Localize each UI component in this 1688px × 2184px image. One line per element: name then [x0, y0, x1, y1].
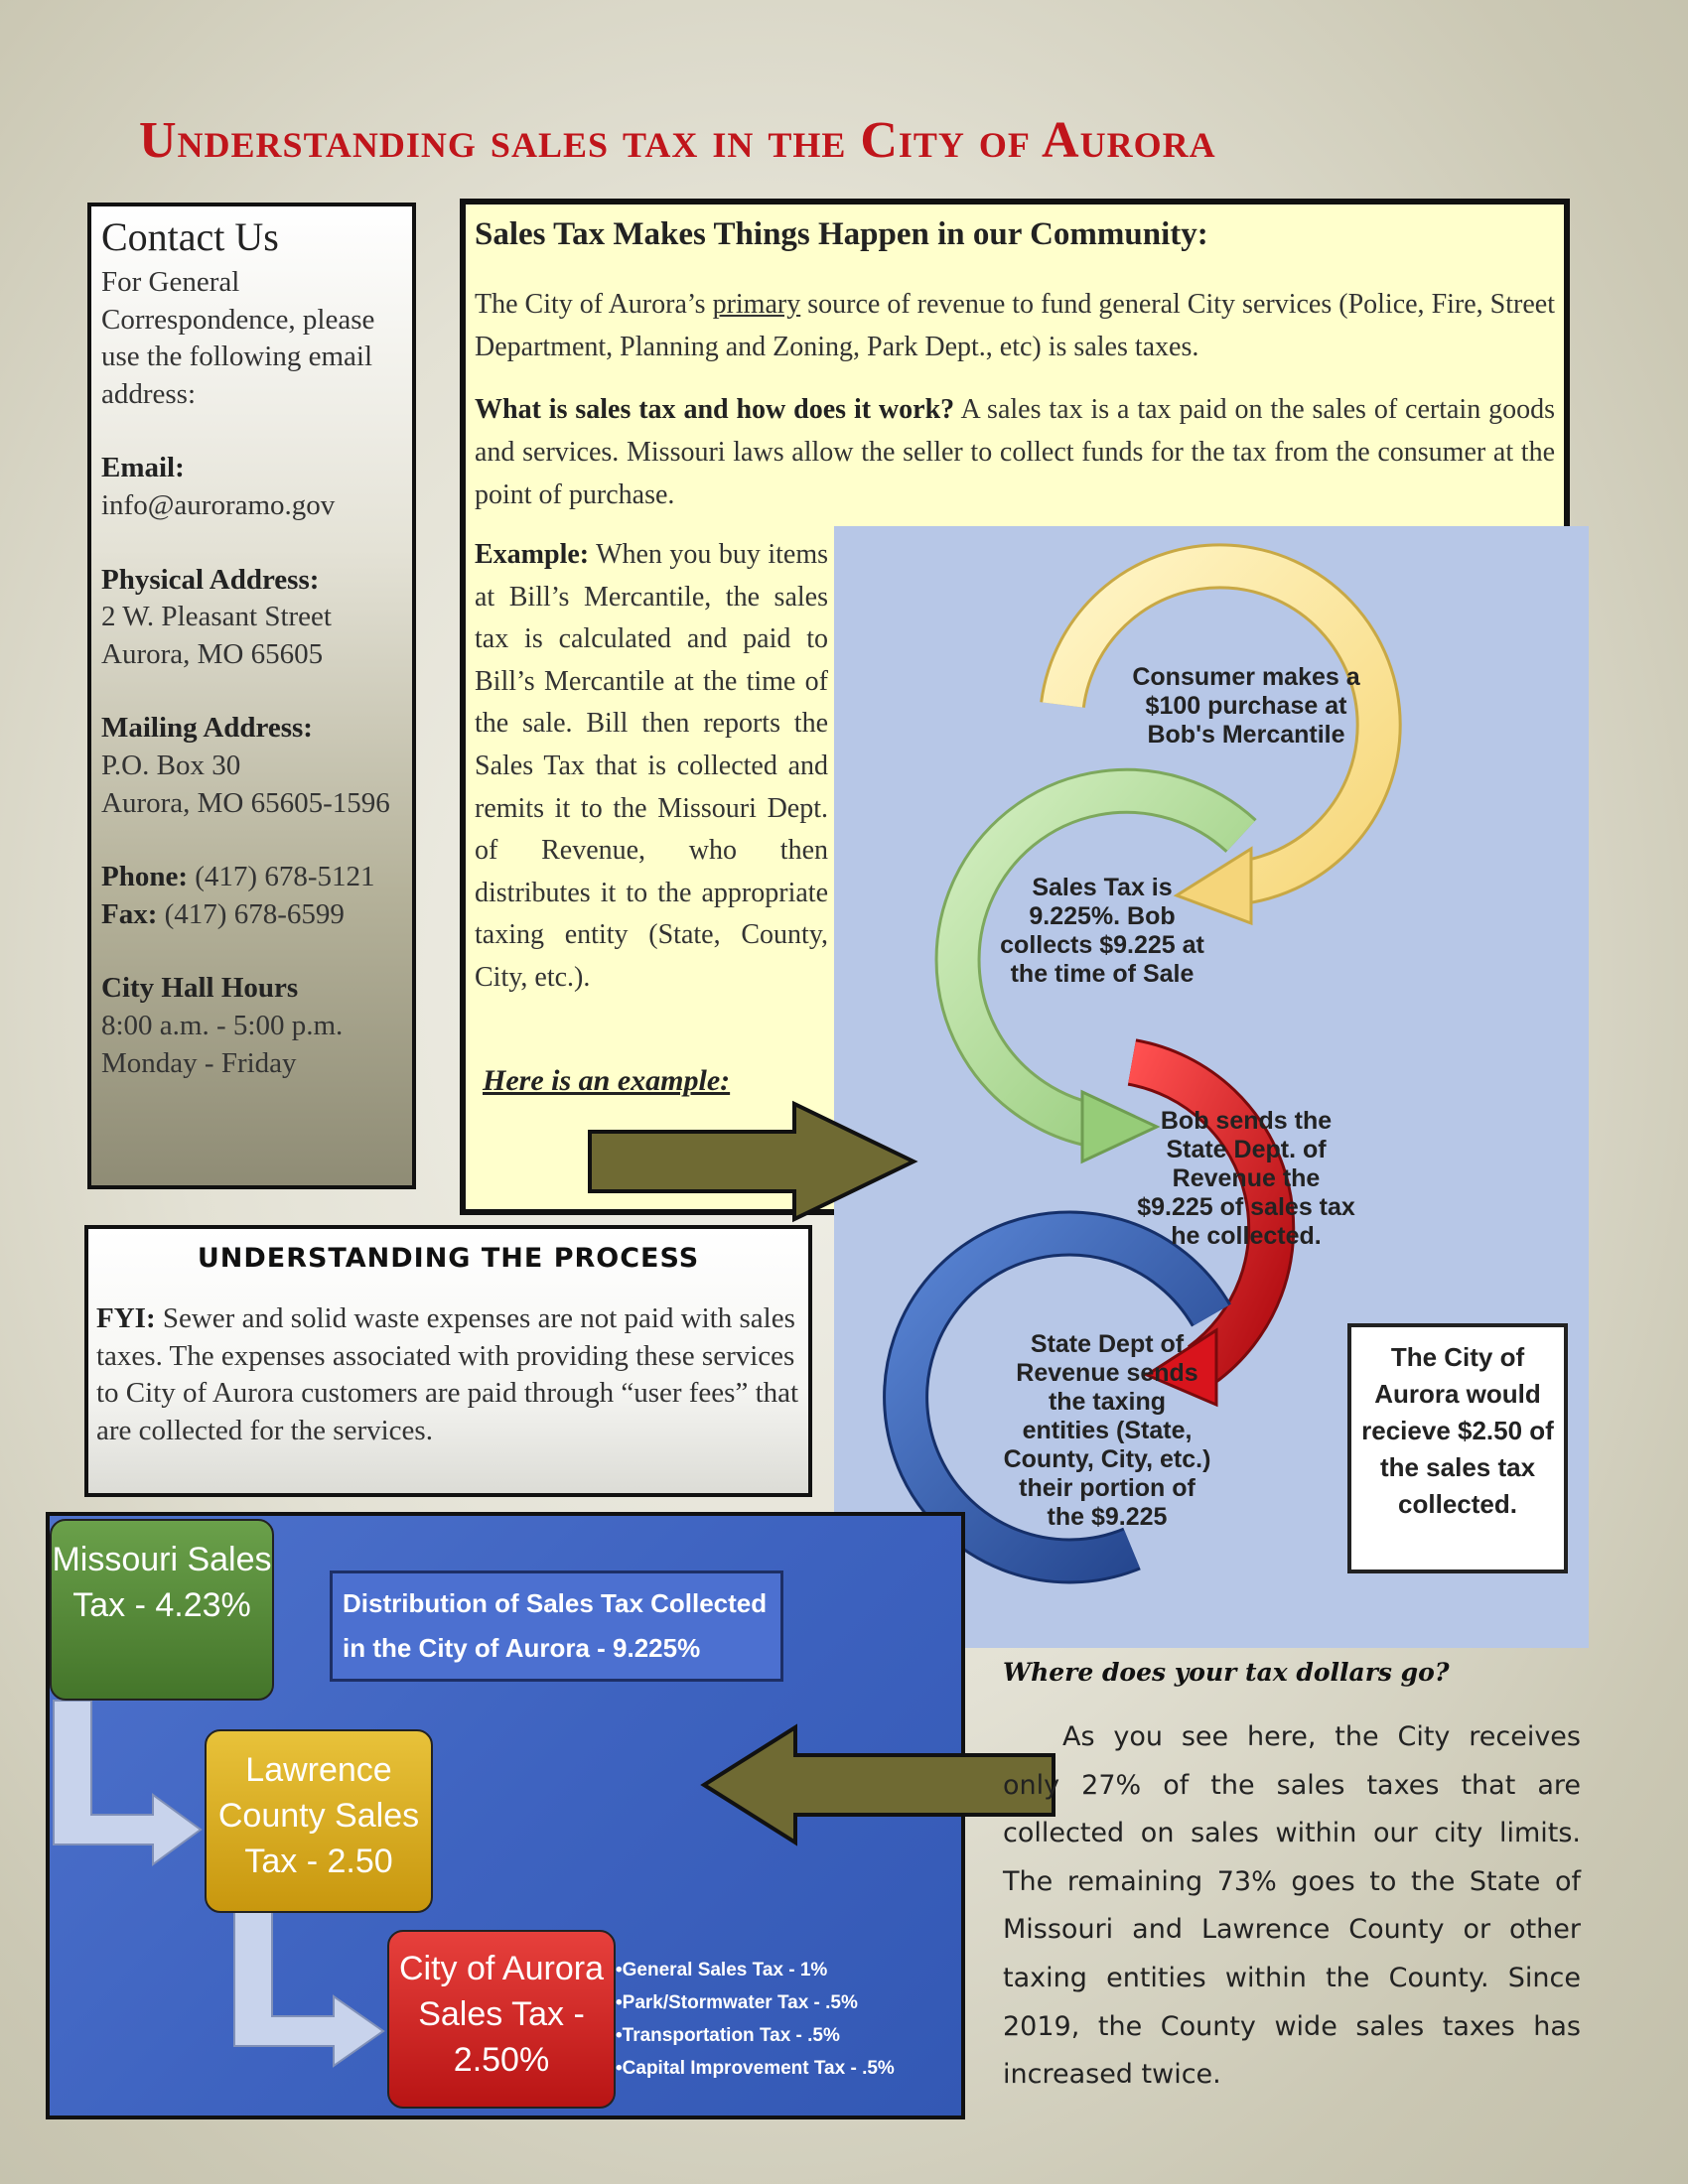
- email-block: Email: info@auroramo.gov: [101, 450, 402, 524]
- city-tax-breakdown: •General Sales Tax - 1% •Park/Stormwater…: [616, 1954, 953, 2085]
- fyi-text: Sewer and solid waste expenses are not p…: [96, 1302, 799, 1446]
- email-label: Email:: [101, 452, 185, 484]
- physical-line2: Aurora, MO 65605: [101, 637, 324, 670]
- mailing-label: Mailing Address:: [101, 712, 313, 745]
- phone-label: Phone:: [101, 861, 188, 893]
- right-arrow-icon: [588, 1100, 918, 1223]
- phone-number[interactable]: (417) 678-5121: [195, 861, 375, 893]
- intro-p2-text: A sales tax is a tax paid on the sales o…: [475, 394, 1555, 510]
- contact-box: Contact Us For General Correspondence, p…: [87, 203, 416, 1189]
- hours-block: City Hall Hours 8:00 a.m. - 5:00 p.m. Mo…: [101, 970, 402, 1082]
- blue-cycle-arrow: [883, 1210, 1231, 1584]
- red-cycle-arrow: [1127, 1038, 1296, 1408]
- fax-number: (417) 678-6599: [164, 897, 345, 930]
- yellow-cycle-arrow: [1040, 543, 1402, 926]
- hours-line1: 8:00 a.m. - 5:00 p.m.: [101, 1009, 344, 1041]
- contact-heading: Contact Us: [101, 214, 279, 259]
- intro-paragraph-2: What is sales tax and how does it work? …: [475, 388, 1555, 516]
- mailing-line2: Aurora, MO 65605-1596: [101, 786, 390, 819]
- intro-paragraph-3: Example: When you buy items at Bill’s Me…: [475, 534, 828, 1000]
- cycle-step-3: Bob sends the State Dept. of Revenue the…: [1137, 1107, 1355, 1250]
- intro-p2-bold: What is sales tax and how does it work?: [475, 394, 955, 425]
- process-text: FYI: Sewer and solid waste expenses are …: [96, 1300, 801, 1449]
- breakdown-item: •Transportation Tax - .5%: [616, 2025, 840, 2046]
- process-heading: UNDERSTANDING THE PROCESS: [197, 1243, 700, 1274]
- intro-paragraph-1: The City of Aurora’s primary source of r…: [475, 283, 1555, 368]
- fax-label: Fax:: [101, 897, 158, 930]
- hours-line2: Monday - Friday: [101, 1046, 297, 1079]
- here-example-label: Here is an example:: [483, 1064, 731, 1097]
- phone-fax: Phone: (417) 678-5121 Fax: (417) 678-659…: [101, 859, 402, 933]
- city-receives-box: The City of Aurora would recieve $2.50 o…: [1347, 1323, 1568, 1573]
- lawrence-county-tax-box: Lawrence County Sales Tax - 2.50: [205, 1729, 433, 1913]
- city-aurora-tax-box: City of Aurora Sales Tax - 2.50%: [387, 1930, 616, 2109]
- connector-arrow-2: [233, 1908, 385, 2068]
- breakdown-item: •Capital Improvement Tax - .5%: [616, 2058, 895, 2079]
- example-text: When you buy items at Bill’s Mercantile,…: [475, 539, 828, 993]
- contact-intro: For General Correspondence, please use t…: [101, 266, 375, 410]
- physical-label: Physical Address:: [101, 563, 320, 596]
- breakdown-item: •Park/Stormwater Tax - .5%: [616, 1992, 858, 2013]
- hours-label: City Hall Hours: [101, 972, 299, 1005]
- intro-heading: Sales Tax Makes Things Happen in our Com…: [475, 216, 1208, 252]
- where-text: As you see here, the City receives only …: [1003, 1721, 1581, 2091]
- cycle-step-2: Sales Tax is 9.225%. Bob collects $9.225…: [1000, 874, 1204, 988]
- mailing-line1: P.O. Box 30: [101, 749, 241, 781]
- missouri-tax-box: Missouri Sales Tax - 4.23%: [50, 1519, 274, 1701]
- intro-p1-b: source of revenue to fund general City s…: [475, 289, 1555, 362]
- intro-p1-a: The City of Aurora’s: [475, 289, 713, 320]
- intro-p1-primary: primary: [712, 289, 801, 320]
- physical-line1: 2 W. Pleasant Street: [101, 601, 332, 633]
- cycle-step-4: State Dept of Revenue sends the taxing e…: [1003, 1330, 1211, 1531]
- cycle-step-1: Consumer makes a $100 purchase at Bob's …: [1132, 663, 1360, 749]
- where-heading: Where does your tax dollars go?: [1003, 1658, 1450, 1687]
- cycle-arrows: [883, 543, 1402, 1584]
- distribution-label: Distribution of Sales Tax Collected in t…: [330, 1570, 783, 1682]
- connector-arrow-1: [53, 1700, 203, 1866]
- mailing-address: Mailing Address: P.O. Box 30 Aurora, MO …: [101, 710, 402, 822]
- example-label: Example:: [475, 539, 590, 570]
- left-arrow-icon: [700, 1723, 1055, 1846]
- green-cycle-arrow: [934, 767, 1257, 1164]
- breakdown-item: •General Sales Tax - 1%: [616, 1960, 828, 1980]
- page-title: Understanding sales tax in the City of A…: [139, 112, 1216, 169]
- process-box: [84, 1225, 812, 1497]
- fyi-label: FYI:: [96, 1302, 156, 1334]
- physical-address: Physical Address: 2 W. Pleasant Street A…: [101, 562, 402, 674]
- distribution-connectors: [53, 1700, 385, 2068]
- email-link[interactable]: info@auroramo.gov: [101, 488, 336, 521]
